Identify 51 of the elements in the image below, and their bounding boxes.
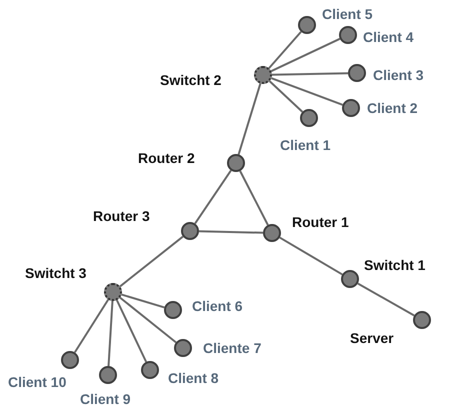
network-link	[74, 299, 110, 353]
node-circle	[339, 26, 357, 44]
network-link	[238, 83, 262, 155]
network-link	[198, 230, 264, 234]
node-circle	[181, 222, 199, 240]
node-label: Router 2	[138, 150, 195, 166]
network-link	[272, 72, 348, 76]
network-link	[119, 236, 184, 288]
node-circle	[348, 64, 366, 82]
node-label: Router 3	[93, 208, 150, 224]
network-link	[279, 236, 343, 276]
network-link	[270, 38, 340, 72]
node-label: Cliente 7	[203, 340, 262, 356]
node-circle	[298, 16, 316, 34]
switch-node	[254, 66, 272, 84]
node-circle	[413, 311, 431, 329]
network-link	[239, 170, 269, 226]
node-circle	[164, 301, 182, 319]
network-link	[268, 31, 302, 69]
node-circle	[99, 366, 117, 384]
node-label: Client 2	[367, 100, 418, 116]
node-label: Client 5	[322, 6, 373, 22]
node-circle	[61, 351, 79, 369]
node-label: Client 8	[168, 370, 219, 386]
node-label: Client 3	[373, 67, 424, 83]
network-link	[121, 294, 165, 308]
node-label: Server	[350, 330, 394, 346]
node-label: Client 6	[192, 298, 243, 314]
node-label: Switcht 3	[25, 265, 86, 281]
node-label: Switcht 1	[364, 257, 426, 273]
node-label: Client 9	[80, 391, 131, 407]
node-label: Client 10	[8, 374, 66, 390]
node-label: Switcht 2	[160, 72, 222, 88]
node-circle	[300, 109, 318, 127]
node-circle	[227, 154, 245, 172]
node-circle	[342, 99, 360, 117]
network-link	[194, 170, 232, 224]
network-link	[108, 300, 114, 366]
node-label: Client 1	[280, 137, 331, 153]
network-link	[116, 300, 148, 362]
switch-node	[104, 283, 122, 301]
network-link	[271, 77, 343, 106]
node-circle	[263, 224, 281, 242]
node-label: Router 1	[292, 214, 349, 230]
node-circle	[341, 270, 359, 288]
node-label: Client 4	[363, 29, 414, 45]
node-circle	[174, 339, 192, 357]
network-link	[268, 80, 304, 113]
network-link	[357, 282, 415, 316]
node-circle	[141, 361, 159, 379]
network-link	[119, 296, 177, 344]
